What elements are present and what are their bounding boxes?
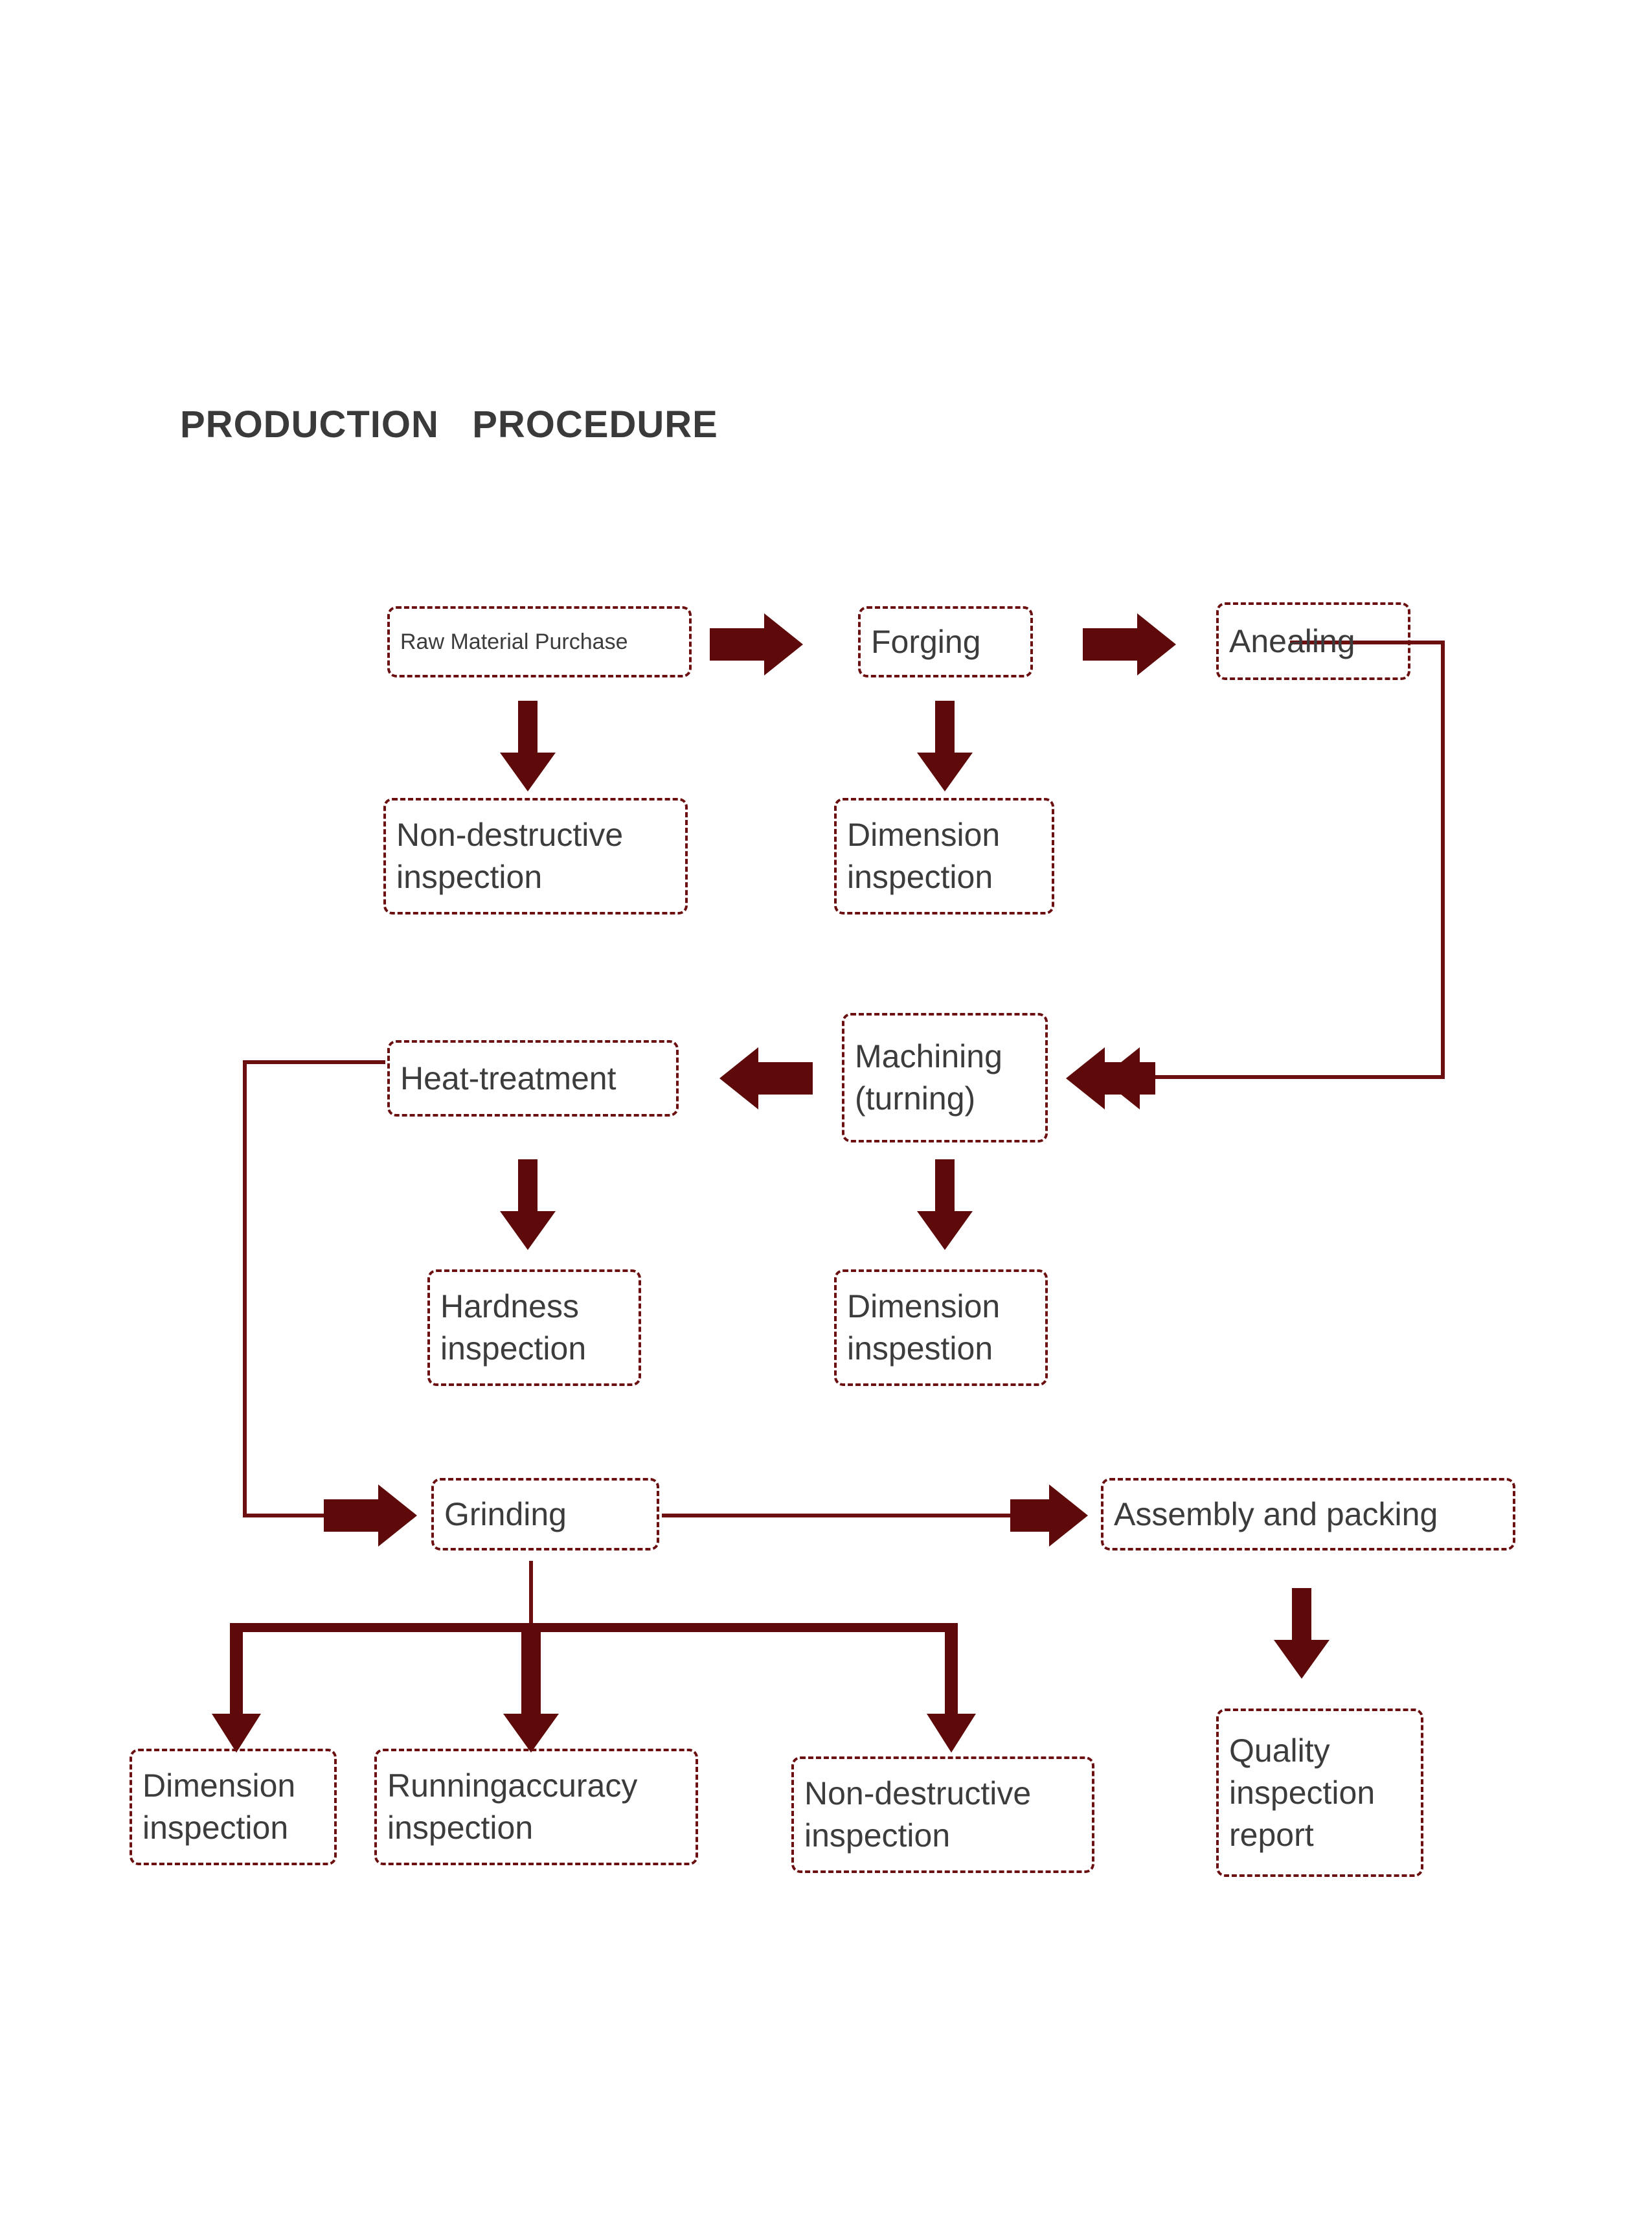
- node-label: Hardness inspection: [440, 1288, 587, 1367]
- connector-grinding-to-assembly: [662, 1484, 1088, 1547]
- arrow-raw-material-to-forging: [710, 613, 803, 676]
- node-heat-treatment[interactable]: Heat-treatment: [387, 1040, 679, 1117]
- arrow-raw-material-to-nde: [500, 701, 556, 791]
- node-label: Heat-treatment: [400, 1060, 617, 1096]
- node-label: Machining (turning): [855, 1038, 1002, 1117]
- node-label: Forging: [871, 623, 981, 660]
- connector-heat-treatment-to-grinding: [243, 1060, 417, 1547]
- node-non-destructive-inspection-forging[interactable]: Non-destructive inspection: [383, 798, 688, 914]
- node-label: Grinding: [444, 1495, 567, 1532]
- node-label: Non-destructive inspection: [804, 1775, 1032, 1854]
- node-dimension-inspestion-machining[interactable]: Dimension inspestion: [834, 1269, 1048, 1386]
- node-label: Raw Material Purchase: [400, 629, 628, 654]
- node-dimension-inspection-grinding[interactable]: Dimension inspection: [130, 1749, 337, 1865]
- node-label: Non-destructive inspection: [396, 817, 624, 895]
- node-forging[interactable]: Forging: [858, 606, 1033, 677]
- node-raw-material-purchase[interactable]: Raw Material Purchase: [387, 606, 692, 677]
- node-anealing[interactable]: Anealing: [1216, 602, 1410, 680]
- connector-anealing-to-machining: [1066, 641, 1445, 1109]
- node-label: Anealing: [1229, 622, 1355, 659]
- node-hardness-inspection[interactable]: Hardness inspection: [427, 1269, 641, 1386]
- connector-grinding-branch-bus: [212, 1561, 976, 1753]
- page-title: PRODUCTION PROCEDURE: [180, 403, 718, 446]
- node-runningaccuracy-inspection[interactable]: Runningaccuracy inspection: [374, 1749, 698, 1865]
- node-dimension-inspection-forging[interactable]: Dimension inspection: [834, 798, 1054, 914]
- node-non-destructive-inspection-grinding[interactable]: Non-destructive inspection: [791, 1756, 1094, 1873]
- node-label: Quality inspection report: [1229, 1732, 1375, 1853]
- node-label: Dimension inspestion: [847, 1288, 1001, 1367]
- arrow-machining-to-heat-treatment: [719, 1047, 813, 1109]
- arrow-forging-to-dimension: [917, 701, 973, 791]
- node-label: Assembly and packing: [1114, 1495, 1438, 1532]
- arrow-forging-to-anealing: [1083, 613, 1176, 676]
- node-label: Dimension inspection: [847, 817, 1001, 895]
- node-grinding[interactable]: Grinding: [431, 1478, 659, 1550]
- node-label: Runningaccuracy inspection: [387, 1767, 638, 1846]
- arrow-machining-to-dimension: [917, 1159, 973, 1250]
- node-assembly-and-packing[interactable]: Assembly and packing: [1101, 1478, 1515, 1550]
- node-machining-turning[interactable]: Machining (turning): [842, 1013, 1048, 1142]
- node-quality-inspection-report[interactable]: Quality inspection report: [1216, 1709, 1423, 1877]
- arrow-heat-treatment-to-hardness: [500, 1159, 556, 1250]
- node-label: Dimension inspection: [142, 1767, 296, 1846]
- arrow-assembly-to-quality-report: [1274, 1588, 1330, 1679]
